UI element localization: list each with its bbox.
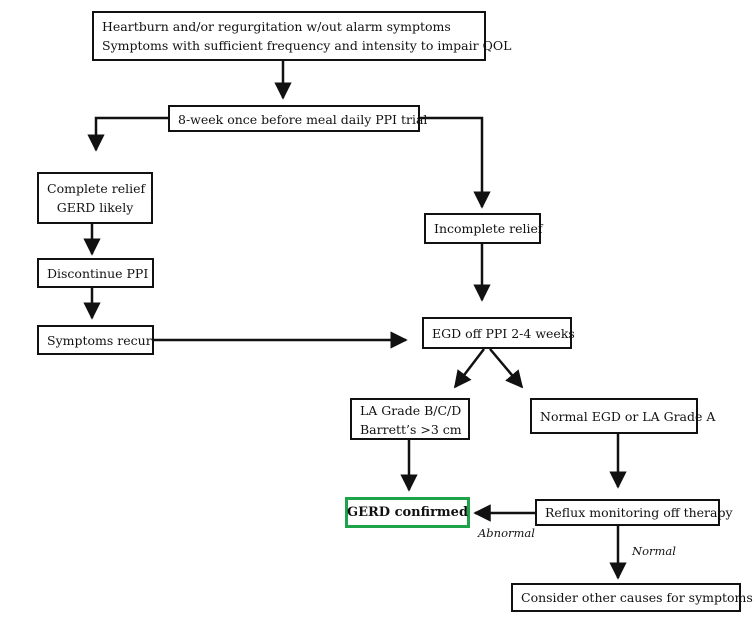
symptoms-recur-label: Symptoms recur bbox=[47, 333, 152, 348]
gerd-confirmed-label: GERD confirmed bbox=[346, 505, 469, 520]
complete-relief-line-2: GERD likely bbox=[56, 200, 134, 215]
arrow-ppi-to-incomplete bbox=[420, 116, 491, 209]
node-egd: EGD off PPI 2-4 weeks bbox=[422, 317, 575, 349]
reflux-monitoring-label: Reflux monitoring off therapy bbox=[545, 505, 733, 520]
discontinue-ppi-label: Discontinue PPI bbox=[47, 266, 149, 281]
arrow-egd-to-la-grade bbox=[453, 348, 485, 389]
node-gerd-confirmed: GERD confirmed bbox=[345, 497, 470, 528]
la-grade-line-2: Barrett’s >3 cm bbox=[360, 422, 462, 437]
la-grade-line-1: LA Grade B/C/D bbox=[360, 403, 462, 418]
ppi-trial-label: 8-week once before meal daily PPI trial bbox=[178, 112, 428, 127]
node-symptoms-recur: Symptoms recur bbox=[37, 325, 154, 355]
node-reflux-monitoring: Reflux monitoring off therapy bbox=[535, 499, 733, 526]
egd-label: EGD off PPI 2-4 weeks bbox=[432, 326, 575, 341]
initial-symptoms-line-2: Symptoms with sufficient frequency and i… bbox=[102, 38, 512, 53]
complete-relief-line-1: Complete relief bbox=[47, 181, 146, 196]
node-la-grade: LA Grade B/C/D Barrett’s >3 cm bbox=[350, 398, 470, 440]
node-incomplete-relief: Incomplete relief bbox=[424, 213, 543, 244]
arrow-egd-to-normal bbox=[489, 348, 524, 389]
node-discontinue-ppi: Discontinue PPI bbox=[37, 258, 154, 288]
node-normal-egd: Normal EGD or LA Grade A bbox=[530, 398, 715, 434]
node-ppi-trial: 8-week once before meal daily PPI trial bbox=[168, 105, 427, 132]
other-causes-label: Consider other causes for symptoms bbox=[521, 590, 753, 605]
edge-label-abnormal: Abnormal bbox=[478, 526, 535, 540]
node-initial-symptoms: Heartburn and/or regurgitation w/out ala… bbox=[92, 11, 512, 61]
initial-symptoms-line-1: Heartburn and/or regurgitation w/out ala… bbox=[102, 19, 451, 34]
normal-egd-label: Normal EGD or LA Grade A bbox=[540, 409, 716, 424]
arrow-ppi-to-complete bbox=[87, 116, 168, 152]
edge-label-normal: Normal bbox=[632, 544, 676, 558]
node-complete-relief: Complete relief GERD likely bbox=[37, 172, 153, 224]
node-other-causes: Consider other causes for symptoms bbox=[511, 583, 753, 612]
incomplete-relief-label: Incomplete relief bbox=[434, 221, 543, 236]
